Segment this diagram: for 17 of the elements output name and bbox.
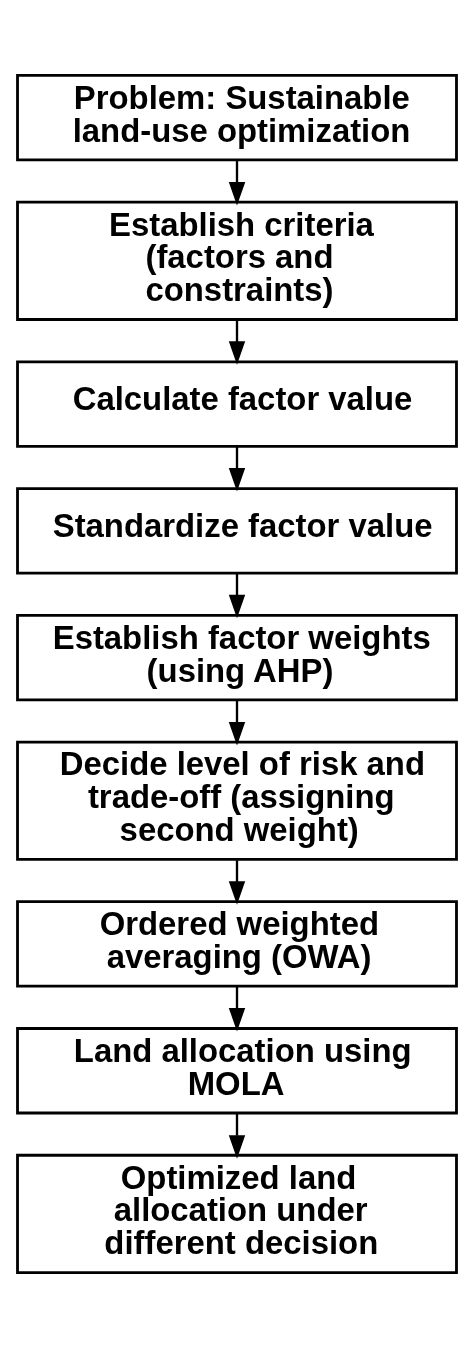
node-box: Establish factor weights (using AHP): [16, 613, 458, 701]
arrow: [228, 159, 246, 206]
arrow: [228, 319, 246, 365]
arrow: [228, 1112, 246, 1159]
arrow: [228, 859, 246, 905]
node-box: Optimized land allocation under different decision: [16, 1153, 458, 1274]
node-box: Ordered weighted averaging (OWA): [16, 899, 458, 988]
node-box: Problem: Sustainable land-use optimization: [16, 73, 458, 161]
node-box: Decide level of risk and trade-off (assigning second weight): [16, 740, 458, 861]
arrow: [228, 699, 246, 745]
arrow: [228, 572, 246, 618]
arrow: [228, 985, 246, 1031]
node-box: Land allocation using MOLA: [16, 1026, 458, 1114]
arrow: [228, 445, 246, 492]
node-box: Standardize factor value: [16, 486, 458, 574]
node-box: Calculate factor value: [16, 359, 458, 448]
node-box: Establish criteria (factors and constraints): [16, 200, 458, 321]
